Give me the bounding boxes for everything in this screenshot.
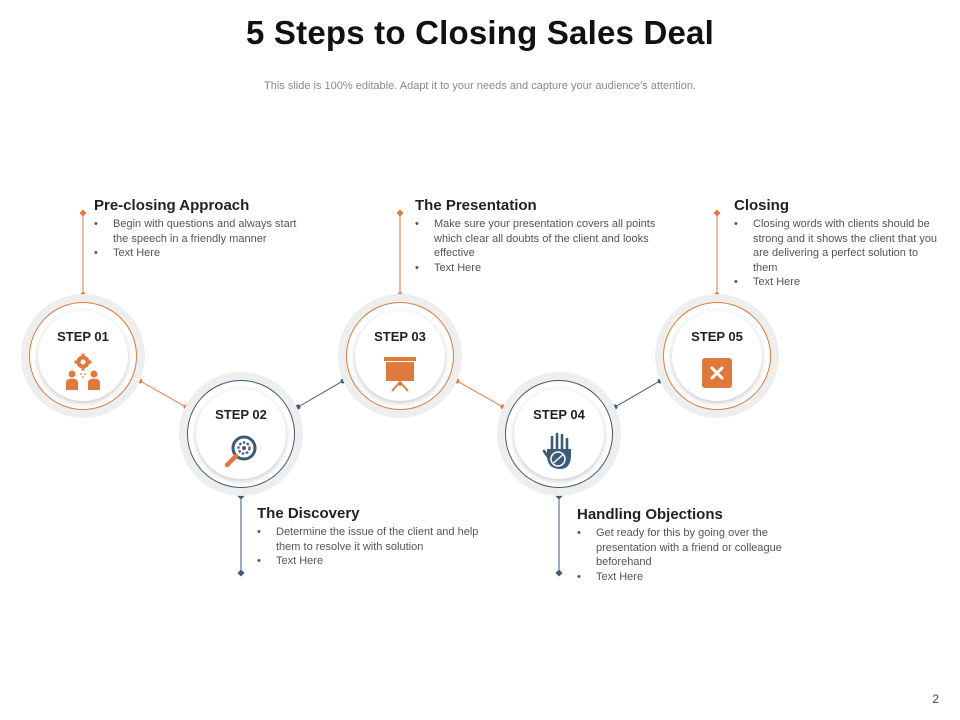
step-4-label: STEP 04: [533, 407, 585, 422]
page-number: 2: [932, 692, 939, 706]
step-3-text: The Presentation Make sure your presenta…: [415, 197, 680, 275]
step-1-circle: STEP 01: [21, 294, 145, 418]
slide-subtitle: This slide is 100% editable. Adapt it to…: [264, 80, 696, 92]
step-2-text: The Discovery Determine the issue of the…: [257, 505, 482, 569]
step-3-heading: The Presentation: [415, 197, 537, 214]
connector-3-4: [456, 380, 504, 408]
step-3-circle: STEP 03: [338, 294, 462, 418]
step-4-bullets: Get ready for this by going over the pre…: [577, 526, 812, 584]
bullet-item: Get ready for this by going over the pre…: [577, 526, 812, 570]
step-2-circle: STEP 02: [179, 372, 303, 496]
step-1-label: STEP 01: [57, 329, 109, 344]
bullet-item: Begin with questions and always start th…: [94, 217, 299, 246]
step-5-bullets: Closing words with clients should be str…: [734, 217, 939, 290]
step-3-label: STEP 03: [374, 329, 426, 344]
team-gear-icon: [66, 353, 100, 390]
step-4-heading: Handling Objections: [577, 506, 723, 523]
step-2-bullets: Determine the issue of the client and he…: [257, 525, 482, 569]
step-2-heading: The Discovery: [257, 505, 360, 522]
bullet-item: Closing words with clients should be str…: [734, 217, 939, 275]
step-4-text: Handling Objections Get ready for this b…: [577, 506, 812, 584]
close-box-icon: [702, 358, 732, 388]
connector-4-5: [614, 380, 661, 408]
connector-2-3: [297, 380, 344, 408]
bullet-item: Text Here: [94, 246, 299, 261]
presentation-board-icon: [384, 357, 416, 392]
bullet-item: Text Here: [257, 554, 482, 569]
step-5-label: STEP 05: [691, 329, 743, 344]
slide-title: 5 Steps to Closing Sales Deal: [246, 14, 714, 51]
step-1-heading: Pre-closing Approach: [94, 197, 250, 214]
bullet-item: Text Here: [734, 275, 939, 290]
magnifier-gear-icon: [224, 435, 257, 468]
step-2-label: STEP 02: [215, 407, 267, 422]
stop-hand-icon: [542, 432, 571, 469]
bullet-item: Determine the issue of the client and he…: [257, 525, 482, 554]
step-5-heading: Closing: [734, 197, 789, 214]
bullet-item: Text Here: [415, 261, 680, 276]
connector-1-2: [139, 380, 187, 408]
bullet-item: Text Here: [577, 570, 812, 585]
step-3-bullets: Make sure your presentation covers all p…: [415, 217, 680, 275]
step-5-circle: STEP 05: [655, 294, 779, 418]
step-1-bullets: Begin with questions and always start th…: [94, 217, 299, 261]
step-1-text: Pre-closing Approach Begin with question…: [94, 197, 299, 261]
step-4-circle: STEP 04: [497, 372, 621, 496]
bullet-item: Make sure your presentation covers all p…: [415, 217, 680, 261]
step-5-text: Closing Closing words with clients shoul…: [734, 197, 939, 290]
